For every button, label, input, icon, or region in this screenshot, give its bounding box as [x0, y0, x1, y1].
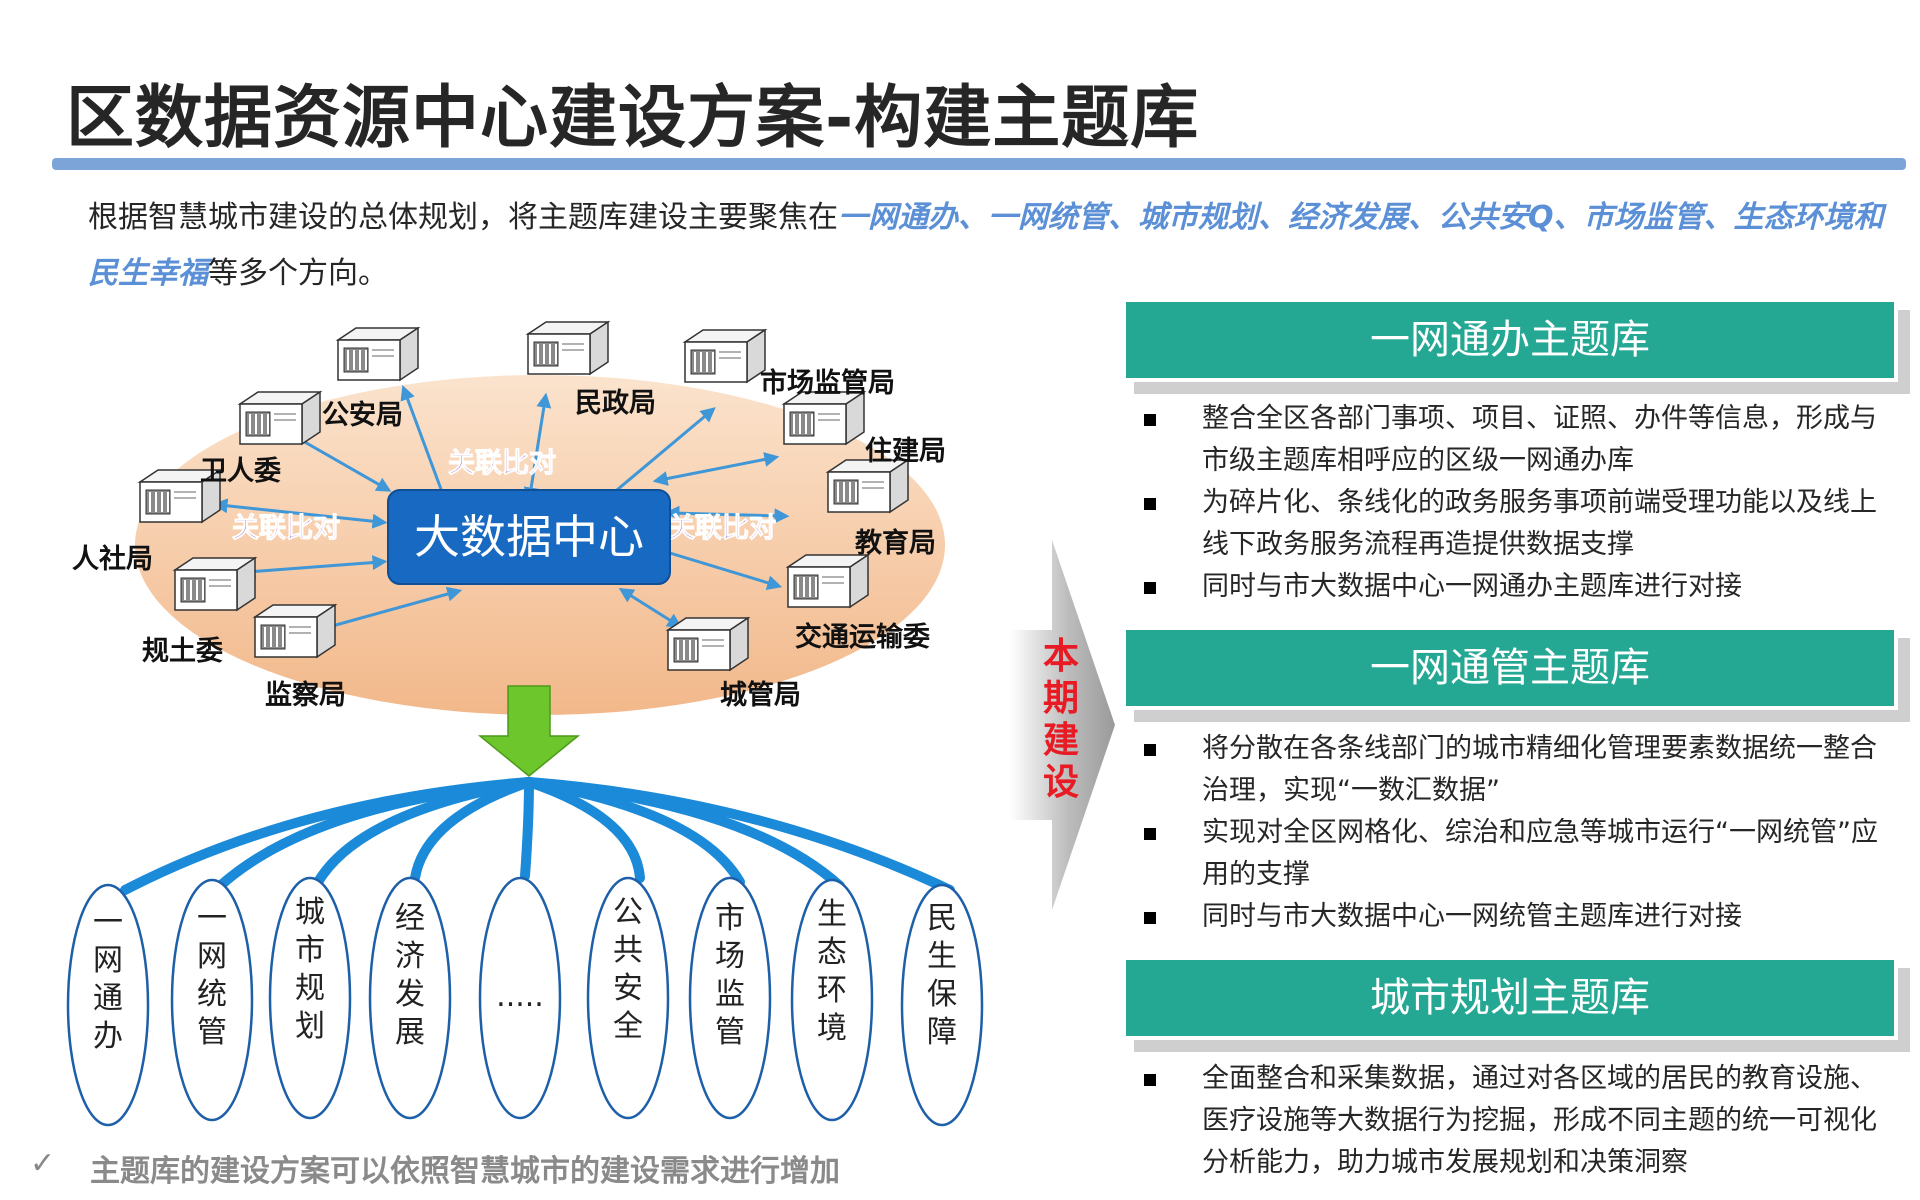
big-data-center-label: 大数据中心 [414, 510, 644, 564]
bullet-item: 实现对全区网格化、综治和应急等城市运行“一网统管”应用的支撑 [1140, 812, 1900, 896]
theme-2-char-1: 市 [295, 933, 325, 968]
dept-label-planning: 规土委 [142, 636, 223, 667]
bullet-item: 同时与市大数据中心一网统管主题库进行对接 [1140, 896, 1900, 938]
theme-7-char-3: 境 [817, 1011, 847, 1046]
theme-0-char-2: 通 [93, 981, 123, 1016]
theme-2-char-2: 规 [295, 971, 325, 1006]
dept-label-urban-mgmt: 城管局 [720, 680, 801, 711]
phase-char-0: 本 [1042, 636, 1079, 677]
theme-0-char-3: 办 [93, 1019, 123, 1054]
theme-5-char-3: 全 [613, 1009, 643, 1044]
dept-label-police: 公安局 [322, 400, 403, 431]
phase-arrow [1010, 540, 1115, 910]
dept-label-hr: 人社局 [72, 543, 153, 575]
theme-2-char-0: 城 [295, 895, 325, 930]
theme-0-char-1: 网 [93, 943, 123, 978]
theme-0-char-0: 一 [93, 905, 123, 940]
theme-7-char-0: 生 [817, 897, 847, 932]
panel-yiwangtongguan-title: 一网通管主题库 [1122, 626, 1898, 710]
bullet-item: 将分散在各条线部门的城市精细化管理要素数据统一整合治理，实现“一数汇数据” [1140, 728, 1900, 812]
page-title: 区数据资源中心建设方案-构建主题库 [66, 79, 1200, 158]
theme-ovals [66, 876, 984, 1127]
theme-3-char-0: 经 [395, 901, 425, 936]
bullet-item: 为碎片化、条线化的政务服务事项前端受理功能以及线上线下政务服务流程再造提供数据支… [1140, 482, 1900, 566]
footer-note: 主题库的建设方案可以依照智慧城市的建设需求进行增加 [90, 1154, 840, 1189]
title-divider [52, 158, 1906, 170]
theme-6-char-3: 管 [715, 1015, 745, 1050]
theme-2-char-3: 划 [295, 1009, 325, 1044]
theme-3-char-1: 济 [395, 939, 425, 974]
theme-3-char-2: 发 [395, 977, 425, 1012]
theme-8-char-0: 民 [927, 901, 957, 936]
dept-label-market: 市场监管局 [760, 367, 895, 399]
theme-1-char-0: 一 [197, 901, 227, 936]
bullet-item: 全面整合和采集数据，通过对各区域的居民的教育设施、医疗设施等大数据行为挖掘，形成… [1140, 1058, 1900, 1184]
theme-8-char-1: 生 [927, 939, 957, 974]
theme-4-ellipsis: ..... [496, 979, 544, 1014]
panel-city-planning-bullets: 全面整合和采集数据，通过对各区域的居民的教育设施、医疗设施等大数据行为挖掘，形成… [1140, 1058, 1900, 1184]
phase-label: 本 期 建 设 [1036, 636, 1086, 804]
panel-city-planning-title: 城市规划主题库 [1122, 956, 1898, 1040]
phase-char-2: 建 [1042, 720, 1079, 761]
panel-yiwangtongban-bullets: 整合全区各部门事项、项目、证照、办件等信息，形成与市级主题库相呼应的区级一网通办… [1140, 398, 1900, 608]
theme-6-char-0: 市 [715, 901, 745, 936]
intro-highlight: 一网通办、一网统管、城市规划、经济发展、公共安Q、市场监管、生态环境和民生幸福 [88, 200, 1884, 291]
phase-char-1: 期 [1042, 678, 1079, 719]
theme-6-char-1: 场 [715, 939, 745, 974]
dept-label-transport: 交通运输委 [795, 621, 930, 653]
theme-5-char-0: 公 [613, 895, 643, 930]
big-data-diagram: 公安局 民政局 市场监管局 住建局 教育局 交通运输委 城管局 监察局 规土委 … [66, 321, 984, 1127]
theme-1-char-1: 网 [197, 939, 227, 974]
theme-8-char-2: 保 [927, 977, 957, 1012]
dept-label-supervision: 监察局 [265, 679, 346, 711]
theme-3-char-3: 展 [395, 1015, 425, 1050]
big-data-center-box [387, 489, 671, 585]
theme-1-char-3: 管 [197, 1015, 227, 1050]
dept-label-civil: 民政局 [575, 388, 656, 419]
theme-1-char-2: 统 [197, 977, 227, 1012]
phase-char-3: 设 [1042, 762, 1079, 803]
relation-arrows [212, 384, 790, 634]
theme-7-char-1: 态 [817, 935, 847, 970]
dept-label-education: 教育局 [855, 527, 936, 559]
theme-8-char-3: 障 [927, 1015, 957, 1050]
bullet-item: 整合全区各部门事项、项目、证照、办件等信息，形成与市级主题库相呼应的区级一网通办… [1140, 398, 1900, 482]
panel-yiwangtongban-title: 一网通办主题库 [1122, 298, 1898, 382]
theme-6-char-2: 监 [715, 977, 745, 1012]
relation-label-right: 关联比对 [668, 513, 776, 544]
theme-5-char-2: 安 [613, 971, 643, 1006]
relation-label-left: 关联比对 [232, 513, 340, 544]
bullet-item: 同时与市大数据中心一网通办主题库进行对接 [1140, 566, 1900, 608]
dept-label-housing: 住建局 [865, 435, 946, 467]
panel-yiwangtongguan-bullets: 将分散在各条线部门的城市精细化管理要素数据统一整合治理，实现“一数汇数据” 实现… [1140, 728, 1900, 938]
down-arrow [477, 685, 581, 777]
theme-5-char-1: 共 [613, 933, 643, 968]
relation-label-top: 关联比对 [448, 448, 556, 479]
check-icon: ✓ [30, 1146, 56, 1181]
intro-text-after: 等多个方向。 [208, 256, 388, 291]
intro-paragraph: 根据智慧城市建设的总体规划，将主题库建设主要聚焦在一网通办、一网统管、城市规划、… [88, 190, 1888, 302]
theme-7-char-2: 环 [817, 973, 847, 1008]
intro-text-before: 根据智慧城市建设的总体规划，将主题库建设主要聚焦在 [88, 200, 838, 235]
dept-label-health: 卫人委 [200, 456, 281, 487]
fan-connectors [120, 777, 955, 895]
